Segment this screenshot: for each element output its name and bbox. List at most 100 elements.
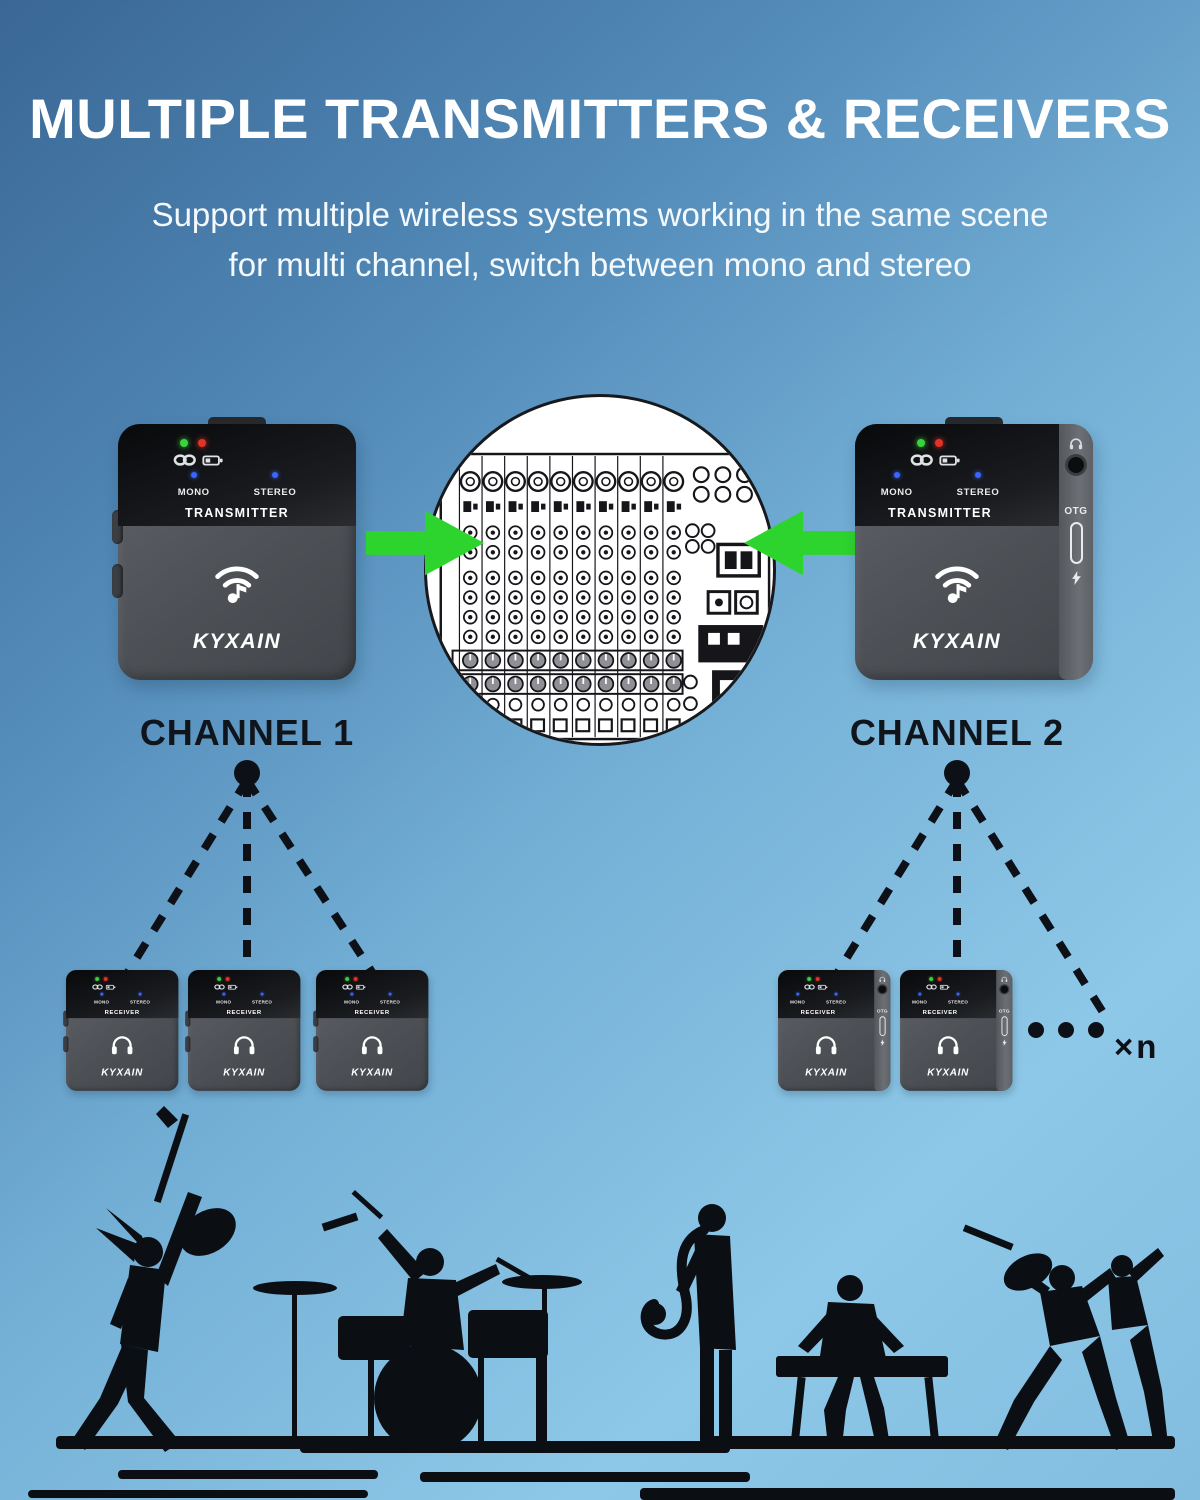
channel-1-node	[234, 760, 260, 786]
audio-jack-port	[1000, 985, 1009, 994]
mono-label: MONO	[790, 999, 806, 1005]
mono-label: MONO	[216, 999, 232, 1005]
usb-c-port	[1001, 1016, 1008, 1037]
receiver-4: MONO STEREO RECEIVER OTG KYXAIN	[778, 970, 891, 1091]
stereo-led	[260, 992, 264, 996]
monitor-icon	[1069, 438, 1083, 450]
device-role-label: RECEIVER	[104, 1008, 140, 1016]
receiver-3: MONO STEREO RECEIVER KYXAIN	[313, 970, 429, 1091]
device-display-panel: MONO STEREO RECEIVER	[316, 970, 429, 1019]
mono-label: MONO	[880, 487, 913, 498]
otg-label: OTG	[876, 1008, 888, 1014]
stereo-label: STEREO	[956, 487, 1000, 498]
status-led	[353, 977, 358, 981]
device-role-label: RECEIVER	[800, 1008, 836, 1016]
otg-label: OTG	[998, 1008, 1010, 1014]
monitor-icon	[879, 976, 886, 982]
audio-jack-port	[1068, 457, 1084, 473]
mixer-illustration	[439, 452, 773, 741]
charge-icon	[1071, 571, 1081, 585]
page-title: MULTIPLE TRANSMITTERS & RECEIVERS	[29, 87, 1171, 150]
stereo-label: STEREO	[253, 487, 297, 498]
device-display-panel: MONO STEREO TRANSMITTER	[118, 424, 356, 526]
charge-icon	[1002, 1039, 1007, 1046]
device-display-panel: MONO STEREO RECEIVER	[778, 970, 875, 1019]
mono-led	[350, 992, 354, 996]
device-role-label: TRANSMITTER	[185, 506, 289, 520]
stereo-led	[974, 472, 981, 478]
connection-lines	[124, 760, 1108, 1017]
brand-logo: KYXAIN	[912, 630, 1002, 653]
side-button	[112, 510, 123, 544]
status-led	[225, 977, 230, 981]
mono-led	[222, 992, 226, 996]
stereo-led	[834, 992, 838, 996]
battery-icon	[227, 984, 238, 990]
headphone-icon	[233, 1036, 255, 1055]
device-display-panel: MONO STEREO RECEIVER	[900, 970, 997, 1019]
status-led	[937, 977, 942, 981]
more-receivers-dots	[1028, 1022, 1104, 1038]
charge-icon	[880, 1039, 885, 1046]
power-led	[95, 977, 100, 981]
clip-nub	[945, 417, 1003, 426]
power-led	[929, 977, 934, 981]
side-button	[185, 1010, 191, 1027]
device-side-panel: OTG	[996, 970, 1013, 1091]
stereo-label: STEREO	[252, 999, 273, 1005]
power-led	[345, 977, 350, 981]
receiver-5: MONO STEREO RECEIVER OTG KYXAIN	[900, 970, 1013, 1091]
mono-label: MONO	[912, 999, 928, 1005]
mono-led	[893, 472, 900, 478]
side-button	[63, 1010, 69, 1027]
device-side-panel: OTG	[1059, 424, 1093, 680]
brand-logo: KYXAIN	[192, 630, 282, 653]
mono-label: MONO	[94, 999, 110, 1005]
power-led	[217, 977, 222, 981]
status-led	[815, 977, 820, 981]
mono-led	[190, 472, 197, 478]
headphone-icon	[111, 1036, 133, 1055]
power-led	[917, 439, 925, 447]
brand-logo: KYXAIN	[101, 1067, 144, 1079]
device-side-panel: OTG	[874, 970, 891, 1091]
brand-logo: KYXAIN	[805, 1067, 847, 1079]
status-led	[198, 439, 206, 447]
transmitter-1: MONO STEREO TRANSMITTER KYXAIN	[112, 417, 356, 680]
subtitle-line-1: Support multiple wireless systems workin…	[151, 196, 1049, 233]
battery-icon	[939, 984, 950, 990]
mono-label: MONO	[177, 487, 210, 498]
stereo-label: STEREO	[130, 999, 151, 1005]
battery-icon	[939, 455, 960, 466]
clip-nub	[208, 417, 266, 426]
wifi-music-icon	[935, 566, 979, 604]
usb-c-port	[879, 1016, 886, 1037]
monitor-icon	[1001, 976, 1008, 982]
device-display-panel: MONO STEREO RECEIVER	[188, 970, 301, 1019]
device-role-label: TRANSMITTER	[888, 506, 992, 520]
battery-icon	[105, 984, 116, 990]
battery-icon	[817, 984, 828, 990]
stereo-label: STEREO	[380, 999, 401, 1005]
usb-c-port	[1069, 522, 1083, 564]
link-icon	[173, 454, 196, 466]
otg-label: OTG	[1064, 506, 1088, 517]
stereo-led	[388, 992, 392, 996]
status-led	[103, 977, 108, 981]
stereo-led	[271, 472, 278, 478]
mono-label: MONO	[344, 999, 360, 1005]
stereo-led	[138, 992, 142, 996]
link-icon	[926, 984, 937, 990]
battery-icon	[202, 455, 223, 466]
headphone-icon	[361, 1036, 383, 1055]
headphone-icon	[937, 1036, 959, 1055]
device-role-label: RECEIVER	[354, 1008, 390, 1016]
audio-jack-port	[878, 985, 887, 994]
mono-led	[796, 992, 800, 996]
brand-logo: KYXAIN	[927, 1067, 969, 1079]
power-led	[807, 977, 812, 981]
link-icon	[910, 454, 933, 466]
status-led	[935, 439, 943, 447]
battery-icon	[355, 984, 366, 990]
